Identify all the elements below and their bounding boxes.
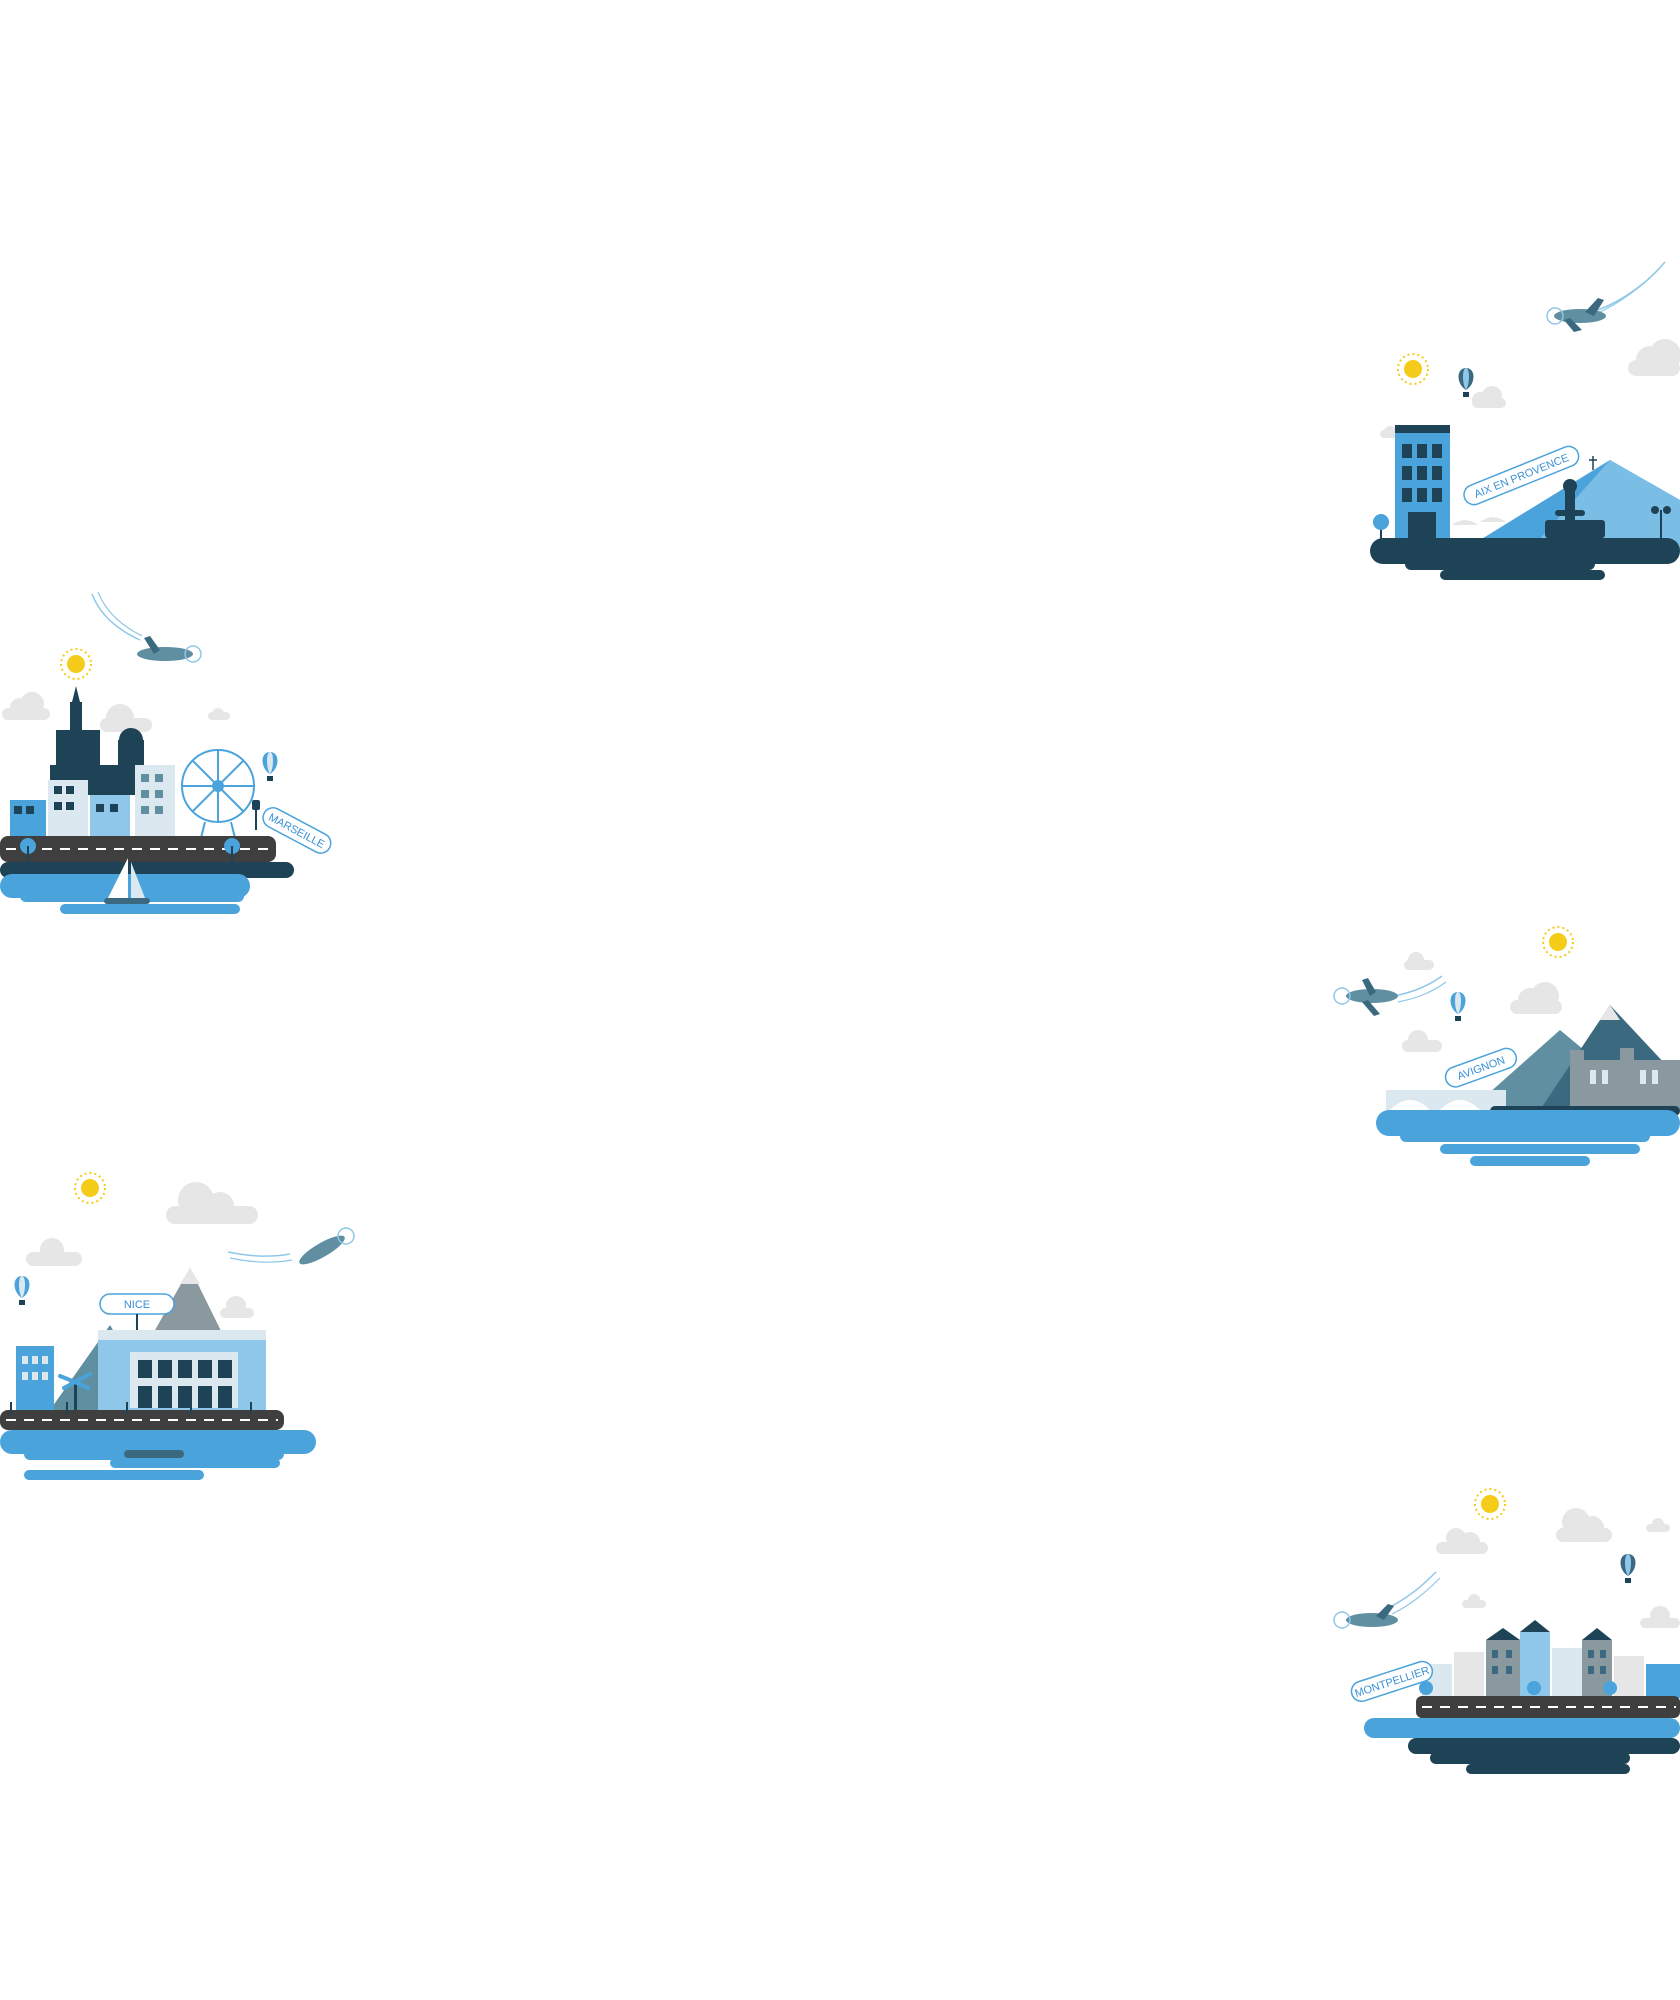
city-sign: NICE (99, 1293, 175, 1330)
ground (1370, 538, 1680, 580)
airplane-icon (1333, 1571, 1441, 1629)
cloud-icon (26, 1182, 258, 1318)
city-illustration-avignon: AVIGNON (1320, 920, 1680, 1180)
water (0, 1430, 316, 1480)
hot-air-balloon-icon (1450, 992, 1466, 1021)
tree-icon (1373, 514, 1389, 540)
cloud-icon (1380, 339, 1680, 438)
bridge (1386, 1090, 1506, 1110)
airplane-icon (227, 1227, 355, 1265)
sun-icon (1397, 353, 1429, 385)
fountain (1545, 479, 1605, 538)
hot-air-balloon-icon (1458, 368, 1474, 397)
city-illustration-aix-en-provence: AIX EN PROVENCE (1360, 260, 1680, 600)
sailboat-icon (104, 858, 150, 904)
palm-tree-icon (58, 1372, 92, 1414)
building (16, 1346, 54, 1410)
sun-icon (74, 1172, 106, 1204)
ground (1408, 1738, 1680, 1774)
street-lamp-icon (10, 1402, 252, 1414)
ferris-wheel (181, 749, 255, 843)
cloud-icon (2, 692, 230, 732)
palace (98, 1330, 266, 1412)
airplane-icon (1333, 975, 1447, 1016)
cloud-icon (1402, 952, 1562, 1052)
buildings (1422, 1620, 1680, 1698)
road (1416, 1696, 1680, 1718)
palace (1570, 1048, 1680, 1110)
boat-icon (124, 1450, 184, 1458)
street-lamp-icon (1651, 506, 1671, 540)
umbrella-icon (1452, 517, 1506, 525)
cloud-icon (1436, 1508, 1680, 1628)
airplane-icon (1546, 261, 1666, 332)
traffic-light-icon (252, 800, 260, 830)
hot-air-balloon-icon (14, 1276, 30, 1305)
airplane-icon (91, 591, 202, 663)
sun-icon (60, 648, 92, 680)
sun-icon (1474, 1488, 1506, 1520)
city-illustration-nice: NICE (0, 1160, 360, 1500)
tree-icon (1419, 1681, 1677, 1695)
city-illustration-montpellier: MONTPELLIER (1320, 1480, 1680, 1800)
cross-icon (1589, 456, 1597, 470)
road (0, 1410, 284, 1430)
city-sign-label: NICE (124, 1299, 150, 1311)
hot-air-balloon-icon (1620, 1554, 1636, 1583)
hot-air-balloon-icon (262, 752, 278, 781)
water (1376, 1110, 1680, 1166)
building (1395, 425, 1450, 540)
city-illustration-marseille: MARSEILLE (0, 590, 340, 930)
tree-icon (20, 838, 240, 862)
sun-icon (1542, 926, 1574, 958)
